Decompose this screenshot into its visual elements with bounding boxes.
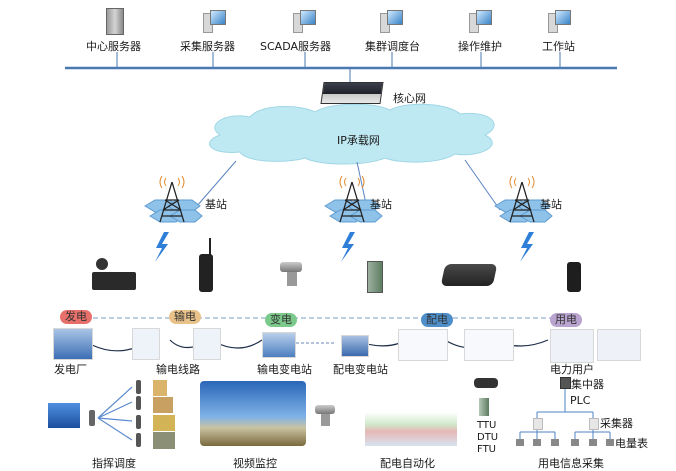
terminal-module-icon bbox=[479, 398, 489, 416]
collector-icon bbox=[589, 418, 599, 430]
distribution-substation-icon bbox=[341, 335, 369, 357]
label-scada-server: SCADA服务器 bbox=[260, 40, 331, 53]
core-switch-icon bbox=[320, 82, 384, 104]
plc-label: PLC bbox=[570, 394, 591, 407]
transmission-substation-icon bbox=[262, 332, 296, 358]
vehicle-radio-icon bbox=[92, 272, 136, 290]
phone-icon bbox=[136, 396, 141, 410]
power-consumer-icon bbox=[550, 329, 594, 363]
terminal-dtu: DTU bbox=[477, 432, 499, 443]
workstation-icon bbox=[293, 10, 316, 33]
concentrator-icon bbox=[560, 377, 571, 389]
distribution-village-illustration bbox=[365, 398, 457, 446]
distribution-pole-icon bbox=[398, 329, 448, 361]
label-center-server: 中心服务器 bbox=[86, 40, 141, 53]
concentrator-label: 集中器 bbox=[571, 378, 604, 391]
camera-icon bbox=[315, 405, 335, 414]
data-terminal-icon bbox=[567, 262, 581, 292]
ip-cloud bbox=[209, 103, 495, 165]
dispatcher-photo bbox=[48, 403, 80, 428]
workstation-icon bbox=[469, 10, 492, 33]
wireless-module-icon bbox=[367, 261, 383, 293]
terminal-ftu: FTU bbox=[477, 444, 497, 455]
phone-icon bbox=[136, 415, 141, 429]
label-dispatch-console: 集群调度台 bbox=[365, 40, 420, 53]
workstation-icon bbox=[548, 10, 571, 33]
phone-icon bbox=[136, 433, 141, 447]
transmission-tower-icon bbox=[132, 328, 160, 360]
signal-icons bbox=[159, 175, 535, 189]
worker-photo bbox=[153, 432, 175, 449]
label-collection-server: 采集服务器 bbox=[180, 40, 235, 53]
lightning-icons bbox=[155, 232, 534, 262]
tower-icons bbox=[159, 181, 535, 223]
base-station-label: 基站 bbox=[540, 198, 562, 211]
label-operation-maintenance: 操作维护 bbox=[458, 40, 502, 53]
power-consumer-icon bbox=[597, 329, 641, 361]
worker-photo bbox=[153, 380, 167, 396]
metering-tree bbox=[519, 387, 611, 440]
core-network-label: 核心网 bbox=[393, 92, 426, 105]
node-transmission-line: 输电线路 bbox=[156, 363, 200, 376]
meter-icon bbox=[533, 439, 541, 446]
meter-icon bbox=[551, 439, 559, 446]
ip-bearer-network-label: IP承载网 bbox=[337, 134, 380, 147]
terminal-ttu: TTU bbox=[477, 420, 497, 431]
dispatch-arrows bbox=[97, 386, 133, 441]
app-distribution-automation-label: 配电自动化 bbox=[380, 457, 435, 470]
server-tower-icon bbox=[106, 8, 124, 35]
collector-label: 采集器 bbox=[600, 417, 633, 430]
distribution-pole-icon bbox=[464, 329, 514, 361]
cpe-terminal-icon bbox=[474, 378, 498, 388]
meter-icon bbox=[606, 439, 614, 446]
stage-transformation: 变电 bbox=[265, 313, 297, 327]
app-metering-label: 用电信息采集 bbox=[538, 457, 604, 470]
node-distribution-substation: 配电变电站 bbox=[333, 363, 388, 376]
worker-photo bbox=[153, 415, 175, 431]
camera-icon bbox=[280, 262, 302, 272]
cpe-terminal-icon bbox=[440, 264, 498, 286]
base-station-label: 基站 bbox=[370, 198, 392, 211]
app-dispatch-label: 指挥调度 bbox=[92, 457, 136, 470]
phone-icon bbox=[89, 410, 95, 426]
power-plant-icon bbox=[53, 328, 93, 360]
meter-icon bbox=[516, 439, 524, 446]
node-power-consumer: 电力用户 bbox=[550, 363, 594, 376]
node-power-plant: 发电厂 bbox=[54, 363, 87, 376]
stage-consumption: 用电 bbox=[550, 313, 582, 327]
workstation-icon bbox=[203, 10, 226, 33]
video-monitoring-photo bbox=[200, 381, 306, 446]
collector-icon bbox=[533, 418, 543, 430]
meter-label: 电量表 bbox=[615, 437, 648, 450]
phone-icon bbox=[136, 380, 141, 394]
meter-icon bbox=[589, 439, 597, 446]
stage-transmission: 输电 bbox=[169, 310, 201, 324]
stage-generation: 发电 bbox=[60, 310, 92, 324]
worker-photo bbox=[153, 397, 173, 413]
base-station-label: 基站 bbox=[205, 198, 227, 211]
top-row: 中心服务器 采集服务器 SCADA服务器 集群调度台 操作维护 工作站 bbox=[0, 0, 676, 70]
handheld-radio-icon bbox=[199, 254, 213, 292]
transmission-tower-icon bbox=[193, 328, 221, 360]
meter-icon bbox=[571, 439, 579, 446]
app-video-label: 视频监控 bbox=[233, 457, 277, 470]
stage-distribution: 配电 bbox=[421, 313, 453, 327]
node-transmission-substation: 输电变电站 bbox=[257, 363, 312, 376]
workstation-icon bbox=[380, 10, 403, 33]
label-workstation: 工作站 bbox=[542, 40, 575, 53]
